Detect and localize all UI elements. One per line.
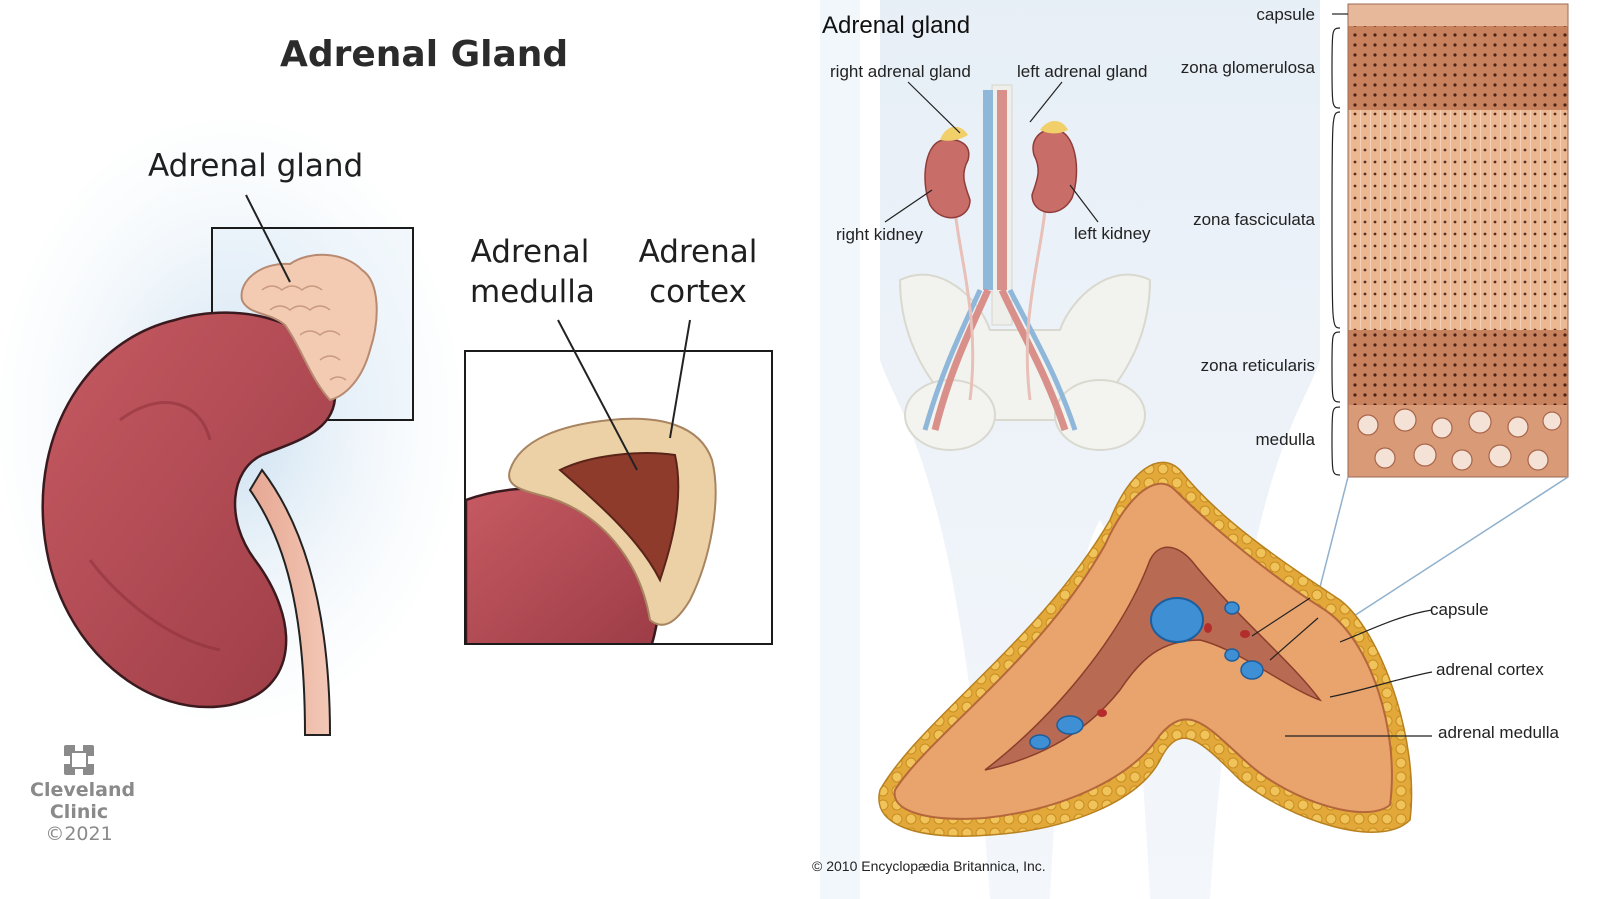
right-adrenal-gland (940, 126, 968, 141)
label-adrenal-medulla-line2: medulla (470, 274, 595, 310)
adrenal-medulla (558, 452, 680, 583)
britannica-copyright: © 2010 Encyclopædia Britannica, Inc. (812, 858, 1046, 874)
diagram-title: Adrenal Gland (280, 34, 569, 75)
medulla-leader-line (557, 319, 638, 471)
label-adrenal-medulla-line1: Adrenal (470, 234, 590, 270)
right-illustration-svg (820, 0, 1569, 899)
right-kidney (924, 138, 971, 219)
britannica-illustration: Adrenal gland right adrenal gland left a… (812, 0, 1600, 899)
left-adrenal-gland (1040, 121, 1068, 134)
label-right-adrenal-gland: right adrenal gland (830, 62, 971, 81)
label-left-kidney: left kidney (1074, 224, 1151, 243)
section-medulla (984, 546, 1323, 771)
zona-glomerulosa (1348, 26, 1568, 110)
section-label-adrenal-medulla: adrenal medulla (1438, 723, 1559, 742)
cleveland-clinic-cross-icon (64, 745, 94, 775)
label-adrenal-gland: Adrenal gland (148, 148, 364, 184)
vena-cava (983, 90, 993, 290)
adrenal-gland (240, 253, 378, 402)
logo-year: ©2021 (45, 823, 113, 845)
layer-label-capsule: capsule (1256, 5, 1315, 24)
zona-reticularis (1348, 330, 1568, 405)
label-right-kidney: right kidney (836, 225, 923, 244)
label-left-adrenal-gland: left adrenal gland (1017, 62, 1148, 81)
layer-label-zona-fasciculata: zona fasciculata (1193, 210, 1315, 229)
cleveland-clinic-logo-text: Cleveland Clinic ©2021 (30, 779, 136, 845)
layer-label-medulla: medulla (1255, 430, 1315, 449)
label-adrenal-cortex-line2: cortex (649, 274, 747, 310)
layer-label-zona-reticularis: zona reticularis (1200, 356, 1315, 375)
gland-leader-line (245, 194, 291, 283)
logo-line-clinic: Clinic (49, 801, 109, 823)
cortex-leader-line (669, 319, 691, 439)
ureter (248, 468, 332, 736)
label-adrenal-medulla: Adrenal medulla (470, 232, 595, 312)
left-illustration-svg (0, 120, 773, 775)
label-adrenal-cortex: Adrenal cortex (638, 232, 758, 312)
left-kidney (1031, 129, 1078, 214)
adrenal-cross-section (878, 461, 1413, 837)
layer-label-zona-glomerulosa: zona glomerulosa (1180, 58, 1315, 77)
zona-fasciculata (1348, 110, 1568, 330)
histology-column (1347, 3, 1569, 478)
label-adrenal-cortex-line1: Adrenal (638, 234, 758, 270)
britannica-title: Adrenal gland (822, 12, 971, 39)
section-label-adrenal-cortex: adrenal cortex (1436, 660, 1544, 679)
logo-line-cleveland: Cleveland (30, 779, 136, 801)
aorta (997, 90, 1007, 290)
cleveland-clinic-illustration: Adrenal Gland Adrenal gland Adrenal medu… (0, 34, 773, 845)
section-label-capsule: capsule (1430, 600, 1489, 619)
